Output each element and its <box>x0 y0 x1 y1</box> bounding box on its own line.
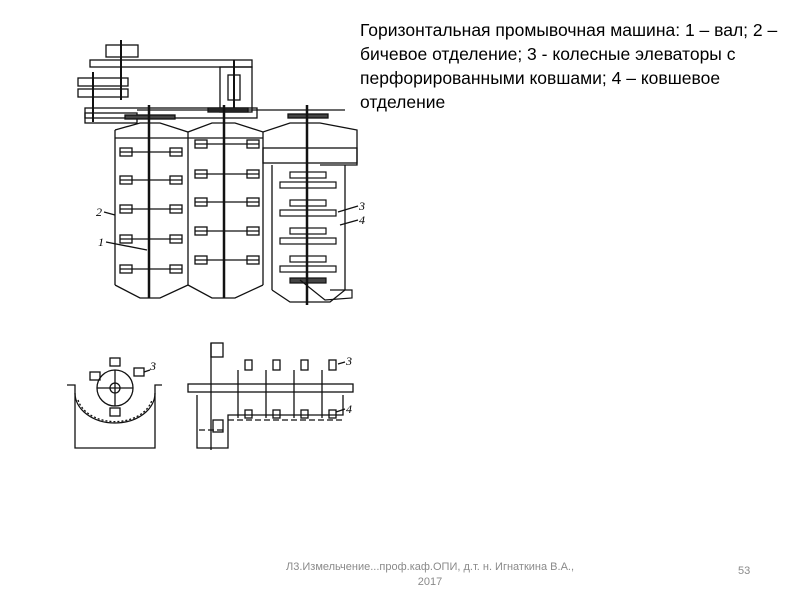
cross-section-view <box>67 357 162 449</box>
label-3-lower-right: 3 <box>345 354 352 368</box>
label-1: 1 <box>98 235 104 249</box>
label-3-lower-left: 3 <box>149 359 156 373</box>
bucket-section-4 <box>262 105 358 305</box>
label-3: 3 <box>358 199 365 213</box>
slide-footer: Л3.Измельчение...проф.каф.ОПИ, д.т. н. И… <box>285 561 575 588</box>
label-4: 4 <box>359 213 365 227</box>
label-2: 2 <box>96 205 102 219</box>
drive-assembly <box>77 40 345 124</box>
label-4-lower-right: 4 <box>346 402 352 416</box>
longitudinal-view <box>187 342 354 450</box>
beater-section-2 <box>114 105 358 299</box>
slide-caption: Горизонтальная промывочная машина: 1 – в… <box>360 20 778 112</box>
page-number: 53 <box>738 565 751 577</box>
beater-paddles <box>119 139 260 274</box>
